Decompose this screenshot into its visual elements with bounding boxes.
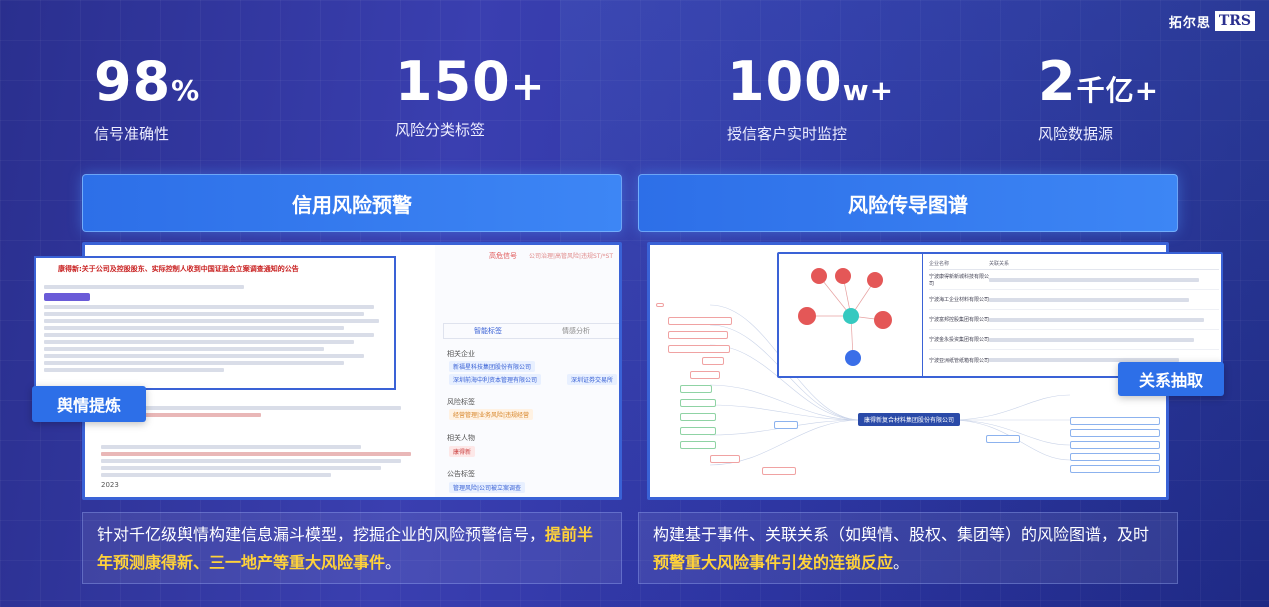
desc-highlight: 提前半年预测康得新、三一地产等重大风险事件	[97, 525, 594, 572]
person-tag[interactable]: 康得新	[449, 446, 476, 457]
graph-node[interactable]	[690, 371, 720, 379]
logo-en: TRS	[1214, 11, 1255, 31]
relation-row[interactable]: 宁波亚洲纸管纸箱有限公司	[929, 350, 1219, 370]
relation-row[interactable]: 宁波海工企业材料有限公司	[929, 290, 1219, 310]
mini-graph-svg	[798, 268, 892, 366]
stat-value: 100w+	[727, 50, 895, 113]
mock-side-panel: 高危信号 公司治理|高管风险|违规ST/*ST 智能标签 情感分析 相关企业 新…	[435, 245, 619, 497]
credit-risk-header: 信用风险预警	[82, 174, 622, 232]
mock-top-tag: 高危信号	[489, 252, 517, 260]
mock-body-text: 2023	[101, 403, 421, 489]
badge-sentiment-extraction: 舆情提炼	[32, 386, 146, 422]
mini-center-node[interactable]	[843, 308, 859, 324]
graph-node[interactable]	[680, 399, 716, 407]
graph-node[interactable]	[1070, 441, 1160, 449]
stat-accuracy: 98% 信号准确性	[94, 52, 200, 144]
desc-highlight: 预警重大风险事件引发的连锁反应	[653, 553, 894, 572]
graph-node[interactable]	[668, 331, 728, 339]
stat-risk-tags: 150+ 风险分类标签	[395, 52, 545, 140]
mock-news-card[interactable]: 康得新:关于公司及控股股东、实际控制人收到中国证监会立案调查通知的公告	[34, 256, 396, 390]
desc-text-end: 。	[385, 553, 402, 572]
tab-sentiment[interactable]: 情感分析	[562, 327, 590, 335]
risk-graph-description: 构建基于事件、关联关系（如舆情、股权、集团等）的风险图谱，及时预警重大风险事件引…	[638, 512, 1178, 584]
badge-relation-extraction: 关系抽取	[1118, 362, 1224, 396]
mock-relation-card[interactable]: 企业名称 关联关系 宁波康得新新城科技有限公司 宁波海工企业材料有限公司 宁波富…	[777, 252, 1223, 378]
mini-node[interactable]	[811, 268, 827, 284]
mini-node[interactable]	[835, 268, 851, 284]
graph-node[interactable]	[1070, 417, 1160, 425]
stat-label: 信号准确性	[94, 125, 170, 143]
section-notice-tags: 公告标签	[447, 470, 475, 478]
graph-node[interactable]	[680, 413, 716, 421]
desc-text: 针对千亿级舆情构建信息漏斗模型，挖掘企业的风险预警信号，	[97, 525, 546, 544]
mini-node[interactable]	[845, 350, 861, 366]
desc-text-end: 。	[893, 553, 910, 572]
stat-data-sources: 2千亿+ 风险数据源	[1038, 52, 1159, 144]
mini-node[interactable]	[867, 272, 883, 288]
stat-label: 授信客户实时监控	[727, 125, 848, 143]
mock-headline: 康得新:关于公司及控股股东、实际控制人收到中国证监会立案调查通知的公告	[58, 265, 299, 273]
stat-label: 风险数据源	[1038, 125, 1114, 143]
stat-value: 150+	[395, 50, 546, 113]
relation-row[interactable]: 宁波金永投资集团有限公司	[929, 330, 1219, 350]
graph-node[interactable]	[680, 441, 716, 449]
graph-node[interactable]	[1070, 465, 1160, 473]
mini-node[interactable]	[874, 311, 892, 329]
section-related-companies: 相关企业	[447, 350, 475, 358]
notice-tag[interactable]: 管理风险|公司被立案调查	[449, 482, 526, 493]
stat-credit-clients: 100w+ 授信客户实时监控	[727, 52, 894, 144]
graph-node[interactable]	[668, 317, 732, 325]
relation-table-header: 企业名称 关联关系	[929, 260, 1219, 270]
mock-tab-bar: 智能标签 情感分析	[443, 323, 619, 339]
graph-node[interactable]	[774, 421, 798, 429]
graph-node[interactable]	[1070, 429, 1160, 437]
graph-center-node[interactable]: 康得新复合材料集团股份有限公司	[858, 413, 961, 426]
risk-tag[interactable]: 经营管理|业务风险|违规经营	[449, 409, 534, 420]
logo-cn: 拓尔思	[1168, 15, 1211, 31]
graph-node[interactable]	[702, 357, 724, 365]
graph-node[interactable]	[680, 427, 716, 435]
mock-top-tag: 公司治理|高管风险|违规ST/*ST	[529, 253, 614, 260]
graph-node[interactable]	[762, 467, 796, 475]
mini-node[interactable]	[798, 307, 816, 325]
graph-node[interactable]	[668, 345, 730, 353]
mock-year: 2023	[101, 481, 119, 489]
credit-risk-description: 针对千亿级舆情构建信息漏斗模型，挖掘企业的风险预警信号，提前半年预测康得新、三一…	[82, 512, 622, 584]
stat-value: 2千亿+	[1038, 50, 1160, 113]
desc-text: 构建基于事件、关联关系（如舆情、股权、集团等）的风险图谱，及时	[653, 525, 1150, 544]
company-tag[interactable]: 新福星科技集团股份有限公司	[449, 361, 536, 372]
graph-node[interactable]	[710, 455, 740, 463]
stat-label: 风险分类标签	[395, 121, 486, 139]
graph-node[interactable]	[986, 435, 1020, 443]
risk-graph-header: 风险传导图谱	[638, 174, 1178, 232]
company-tag[interactable]: 深圳证券交易所	[567, 374, 618, 385]
trs-logo: 拓尔思 TRS	[1169, 10, 1255, 32]
section-related-persons: 相关人物	[447, 434, 475, 442]
graph-node[interactable]	[656, 303, 664, 307]
graph-node[interactable]	[1070, 453, 1160, 461]
relation-row[interactable]: 宁波康得新新城科技有限公司	[929, 270, 1219, 290]
relation-row[interactable]: 宁波富邦控股集团有限公司	[929, 310, 1219, 330]
tab-smart-tags[interactable]: 智能标签	[474, 327, 502, 335]
stat-value: 98%	[94, 50, 201, 113]
section-risk-tags: 风险标签	[447, 398, 475, 406]
relation-table: 企业名称 关联关系 宁波康得新新城科技有限公司 宁波海工企业材料有限公司 宁波富…	[929, 260, 1219, 370]
graph-node[interactable]	[680, 385, 712, 393]
mini-graph	[779, 254, 923, 376]
company-tag[interactable]: 深圳前海中利资本管理有限公司	[449, 374, 542, 385]
